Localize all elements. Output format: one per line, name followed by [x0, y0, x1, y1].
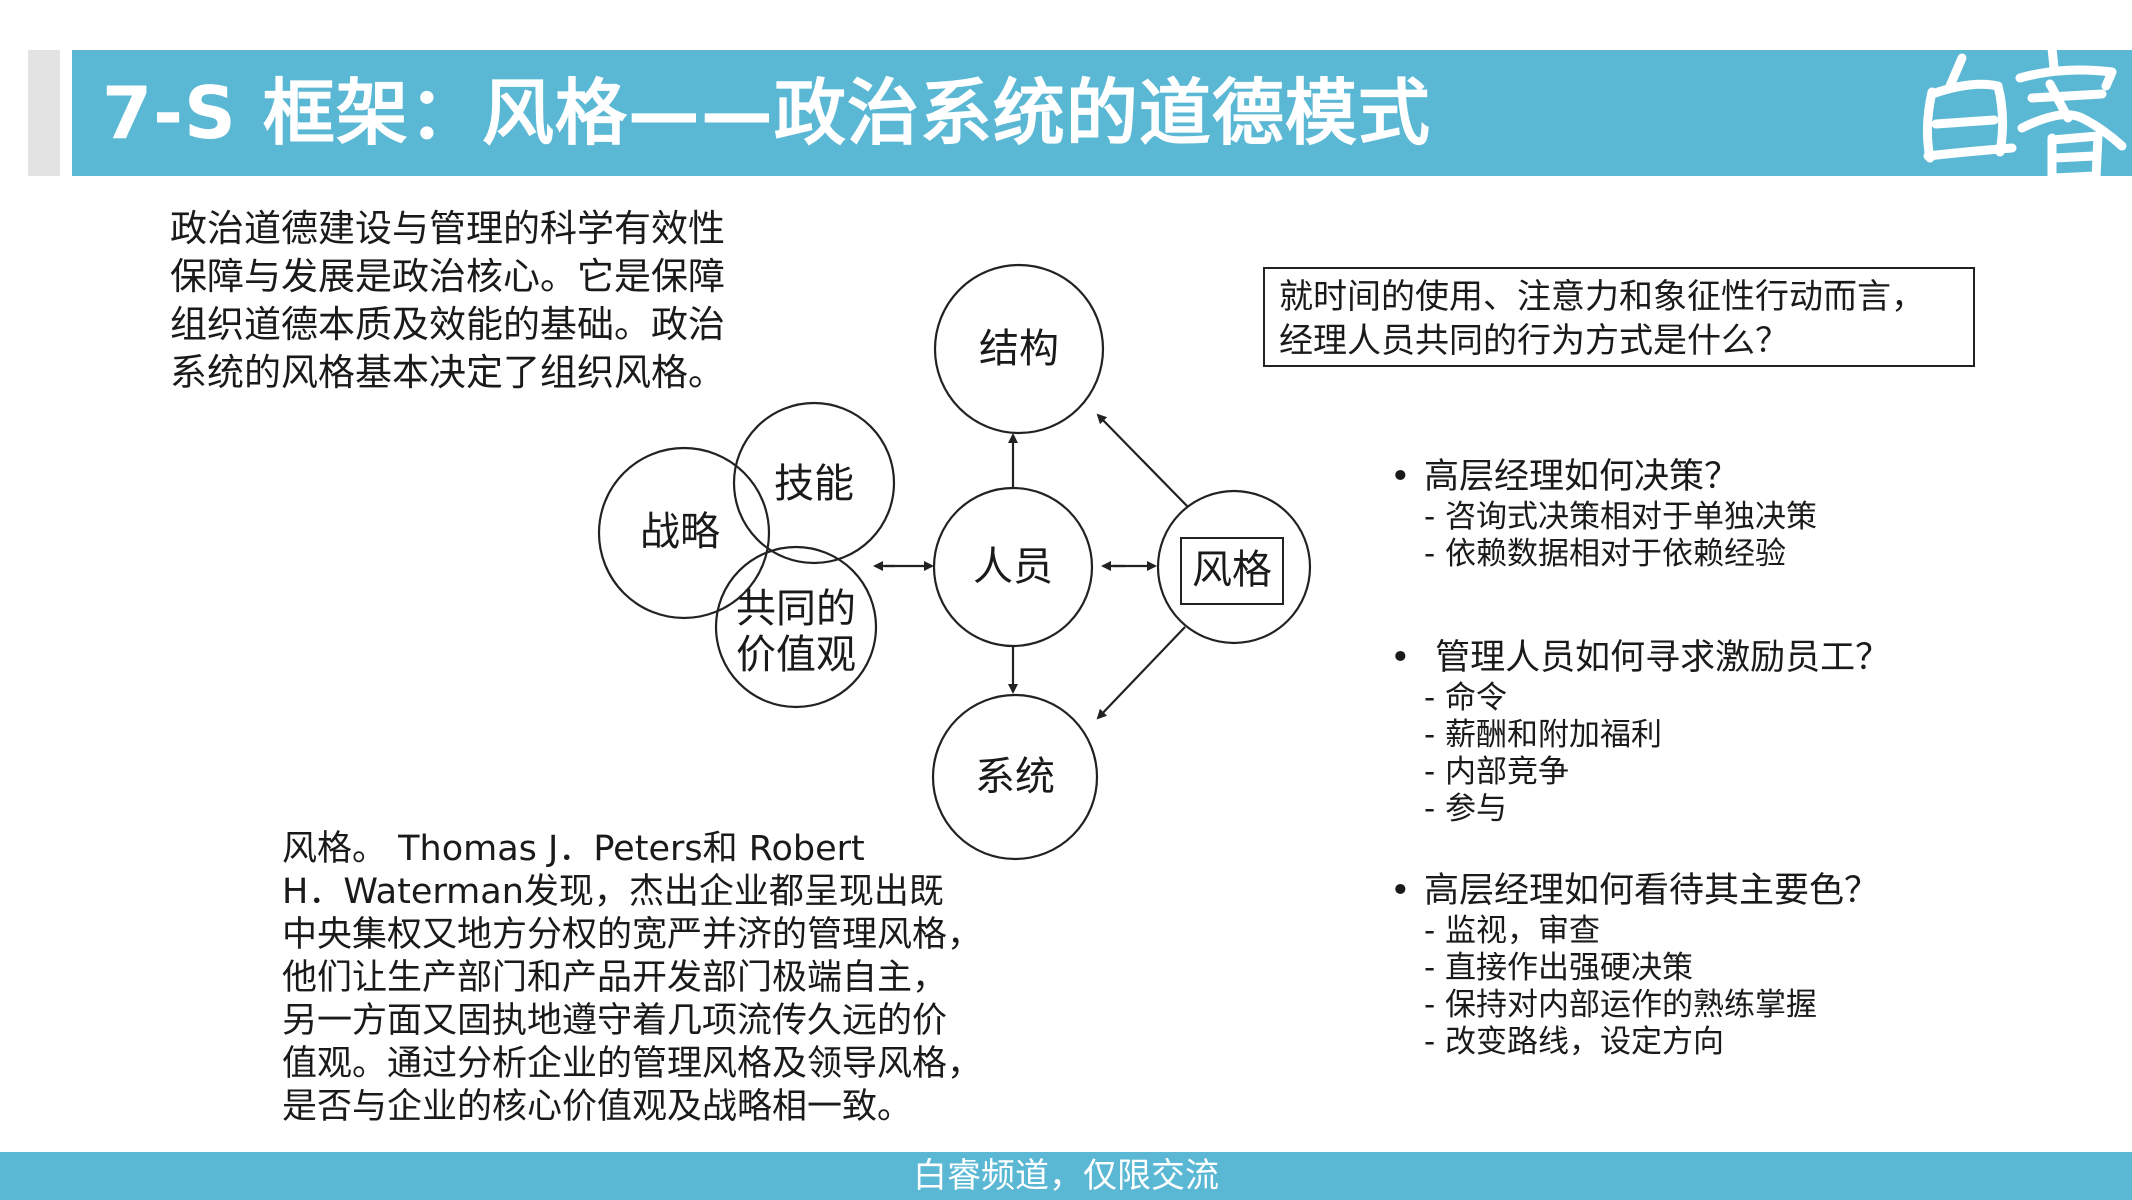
- circle-skills: [732, 401, 896, 565]
- bullet-head: 管理人员如何寻求激励员工？: [1424, 638, 1891, 678]
- circle-strategy: [597, 446, 771, 620]
- sub-item: - 监视，审查: [1424, 913, 1601, 949]
- footer-bar: 白睿频道，仅限交流: [0, 1152, 2132, 1200]
- sub-item: - 内部竞争: [1424, 754, 1570, 790]
- question-box: 就时间的使用、注意力和象征性行动而言， 经理人员共同的行为方式是什么？: [1263, 267, 1975, 367]
- arrow-style-systems: [1096, 626, 1186, 720]
- circle-systems: [931, 693, 1099, 861]
- sub-item: - 保持对内部运作的熟练掌握: [1424, 987, 1818, 1023]
- sub-item: - 咨询式决策相对于单独决策: [1424, 499, 1818, 535]
- sub-item: - 薪酬和附加福利: [1424, 717, 1663, 753]
- bullet-group-role: • 高层经理如何看待其主要色？ - 监视，审查 - 直接作出强硬决策 - 保持对内…: [1390, 869, 1879, 1061]
- label-structure: 结构: [979, 326, 1059, 372]
- arrow-style-structure: [1096, 413, 1189, 508]
- label-staff: 人员: [973, 544, 1053, 590]
- label-shared-values: 共同的 价值观: [736, 586, 856, 678]
- label-strategy: 战略: [640, 509, 720, 555]
- style-paragraph: 风格。 Thomas J．Peters和 Robert H．Waterman发现…: [282, 829, 983, 1127]
- bullet-dot-icon: •: [1390, 638, 1411, 678]
- bullet-dot-icon: •: [1390, 457, 1411, 497]
- bullet-group-motivation: • 管理人员如何寻求激励员工？ - 命令 - 薪酬和附加福利 - 内部竞争 - …: [1390, 636, 1890, 828]
- circle-style: [1156, 489, 1312, 645]
- label-skills: 技能: [774, 461, 854, 507]
- bullet-dot-icon: •: [1390, 871, 1411, 911]
- sub-item: - 参与: [1424, 791, 1508, 827]
- sub-item: - 命令: [1424, 680, 1508, 716]
- title-side-bar: [28, 50, 60, 176]
- bullet-head: 高层经理如何看待其主要色？: [1424, 871, 1880, 911]
- intro-paragraph: 政治道德建设与管理的科学有效性 保障与发展是政治核心。它是保障 组织道德本质及效…: [170, 207, 725, 394]
- sub-item: - 直接作出强硬决策: [1424, 950, 1694, 986]
- circle-shared-values: [714, 545, 878, 709]
- circle-structure: [933, 263, 1105, 435]
- title-bar: 7-S 框架：风格——政治系统的道德模式: [72, 50, 2132, 176]
- label-style: 风格: [1180, 537, 1284, 605]
- bullet-head: 高层经理如何决策？: [1424, 457, 1740, 497]
- label-systems: 系统: [975, 754, 1055, 800]
- sub-item: - 改变路线，设定方向: [1424, 1024, 1725, 1060]
- sub-item: - 依赖数据相对于依赖经验: [1424, 536, 1787, 572]
- brand-logo: [1902, 28, 2132, 198]
- footer-text: 白睿频道，仅限交流: [913, 1156, 1219, 1196]
- page-title: 7-S 框架：风格——政治系统的道德模式: [102, 71, 1431, 155]
- bullet-group-decision: • 高层经理如何决策？ - 咨询式决策相对于单独决策 - 依赖数据相对于依赖经验: [1390, 455, 1817, 573]
